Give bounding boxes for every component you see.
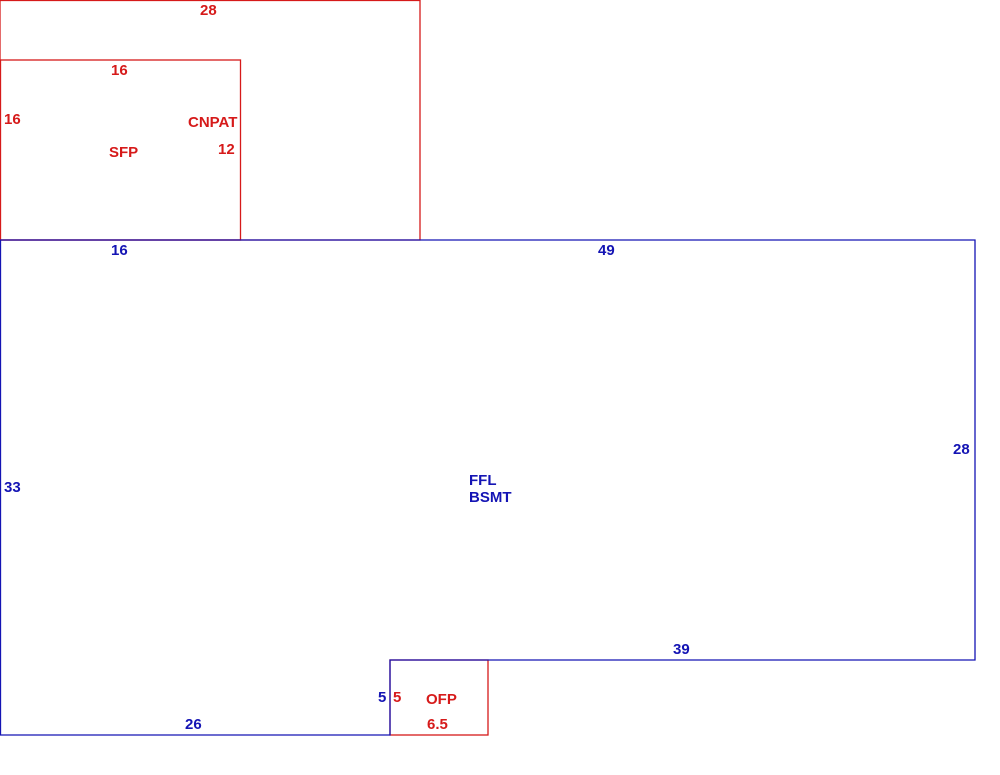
main-right-dimension: 28 (953, 441, 970, 458)
porch-label: SFP (109, 144, 138, 161)
porch-top-dimension: 16 (111, 62, 128, 79)
main-top-left-dimension: 16 (111, 242, 128, 259)
main-bottom-right-dimension: 39 (673, 641, 690, 658)
carport-label: CNPAT (188, 114, 237, 131)
open-porch-side-dimension: 5 (393, 689, 401, 706)
main-top-dimension: 49 (598, 242, 615, 259)
main-bottom-left-dimension: 26 (185, 716, 202, 733)
main-house-outline (0, 239, 976, 736)
carport-top-dimension: 28 (200, 2, 217, 19)
main-left-dimension: 33 (4, 479, 21, 496)
open-porch-label: OFP (426, 691, 457, 708)
main-label-line1: FFL (469, 472, 497, 489)
open-porch-bottom-dimension: 6.5 (427, 716, 448, 733)
carport-right-dimension: 12 (218, 141, 235, 158)
main-label-line2: BSMT (469, 489, 512, 506)
porch-left-dimension: 16 (4, 111, 21, 128)
main-notch-dimension: 5 (378, 689, 386, 706)
